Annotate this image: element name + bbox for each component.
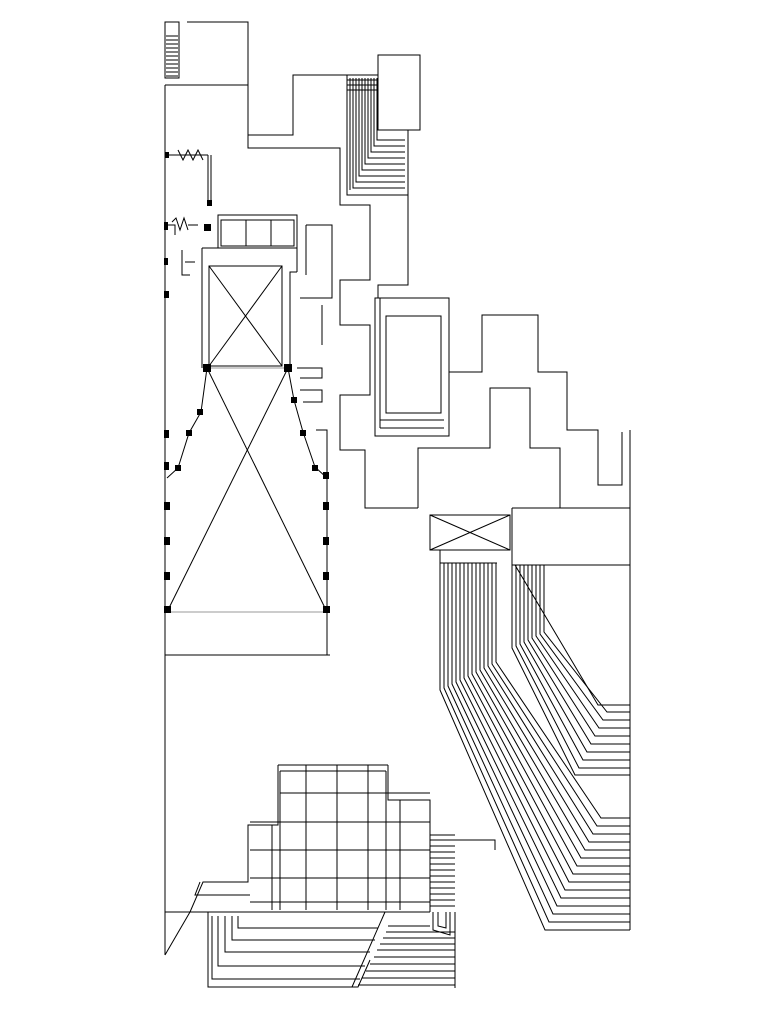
column-markers bbox=[164, 291, 330, 613]
stepped-wall-right bbox=[417, 314, 631, 509]
stepped-wall-top bbox=[247, 54, 421, 509]
bottom-grid-block bbox=[164, 764, 455, 956]
central-framed-room bbox=[374, 297, 450, 437]
terraced-seating-right bbox=[439, 563, 630, 931]
bottom-stairs bbox=[207, 835, 456, 988]
stair-run-top bbox=[346, 75, 409, 298]
main-auditorium bbox=[165, 367, 330, 656]
top-left-stair bbox=[164, 21, 249, 135]
upper-hall-block bbox=[201, 214, 333, 403]
upper-left-fixtures bbox=[164, 148, 212, 276]
